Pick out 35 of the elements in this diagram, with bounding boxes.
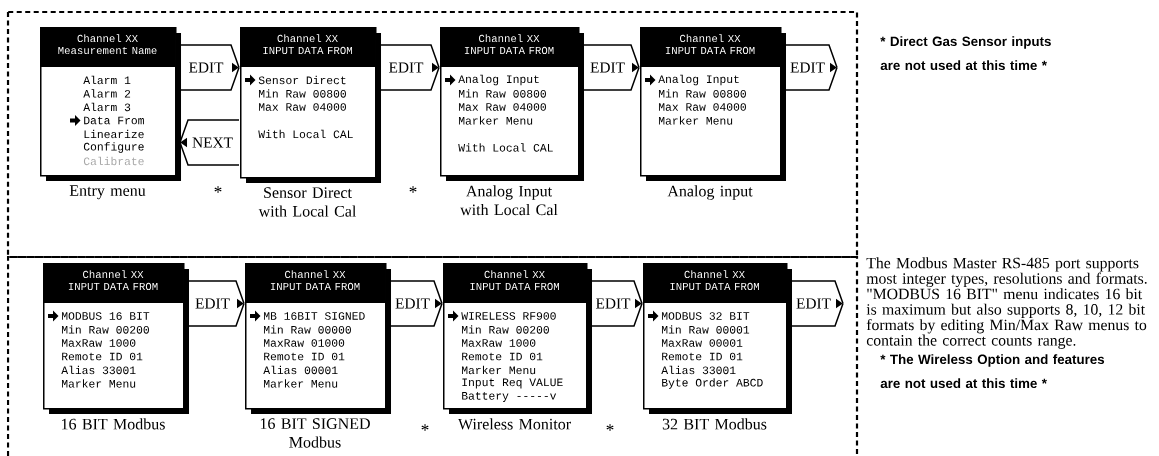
screen-label: 16 BIT Modbus [61,418,165,430]
arrow [589,280,643,327]
arrow [581,44,640,91]
screen-label: Wireless Monitor [458,418,571,430]
arrow [388,280,443,327]
asterisk: * [606,424,614,431]
asterisk: * [409,186,417,193]
screen-label: 32 BIT Modbus [662,418,767,430]
edge-label: EDIT [589,62,626,73]
screen-label: Analog Input with Local Cal [460,185,558,216]
edge-label: EDIT [595,298,631,309]
edge-label: EDIT [188,62,224,73]
arrow [186,280,245,327]
edge-label: EDIT [394,298,431,309]
screen-label: 16 BIT SIGNED Modbus [260,418,370,448]
dashed-frame [6,255,859,456]
edge-label: EDIT [194,298,231,309]
description-text: The Modbus Master RS-485 port supports most integer types, resolutions and formats. "MODBUS 16 BIT" menu indicates 16 bit is maximum but also supports 8, 10, 12 bit formats by editing Min/Max Raw menus to contain the correct counts range. [866,257,1147,349]
asterisk: * [214,186,222,193]
edge-label: EDIT [388,62,424,73]
dashed-frame [6,10,859,259]
arrow [789,280,844,327]
note: * The Wireless Option and features are not used at this time * [880,354,1105,389]
screen-label: Analog input [667,185,753,200]
edge-label: EDIT [789,62,826,73]
screen-label: Entry menu [69,185,146,200]
arrow [178,44,240,91]
edge-label: NEXT [191,137,234,148]
screen-label: Sensor Direct with Local Cal [258,187,357,217]
arrow [378,44,440,91]
edge-label: EDIT [795,298,832,309]
arrow [783,44,838,91]
note: * Direct Gas Sensor inputs are not used at this time * [880,36,1051,71]
arrow [179,119,240,166]
asterisk: * [421,424,429,431]
